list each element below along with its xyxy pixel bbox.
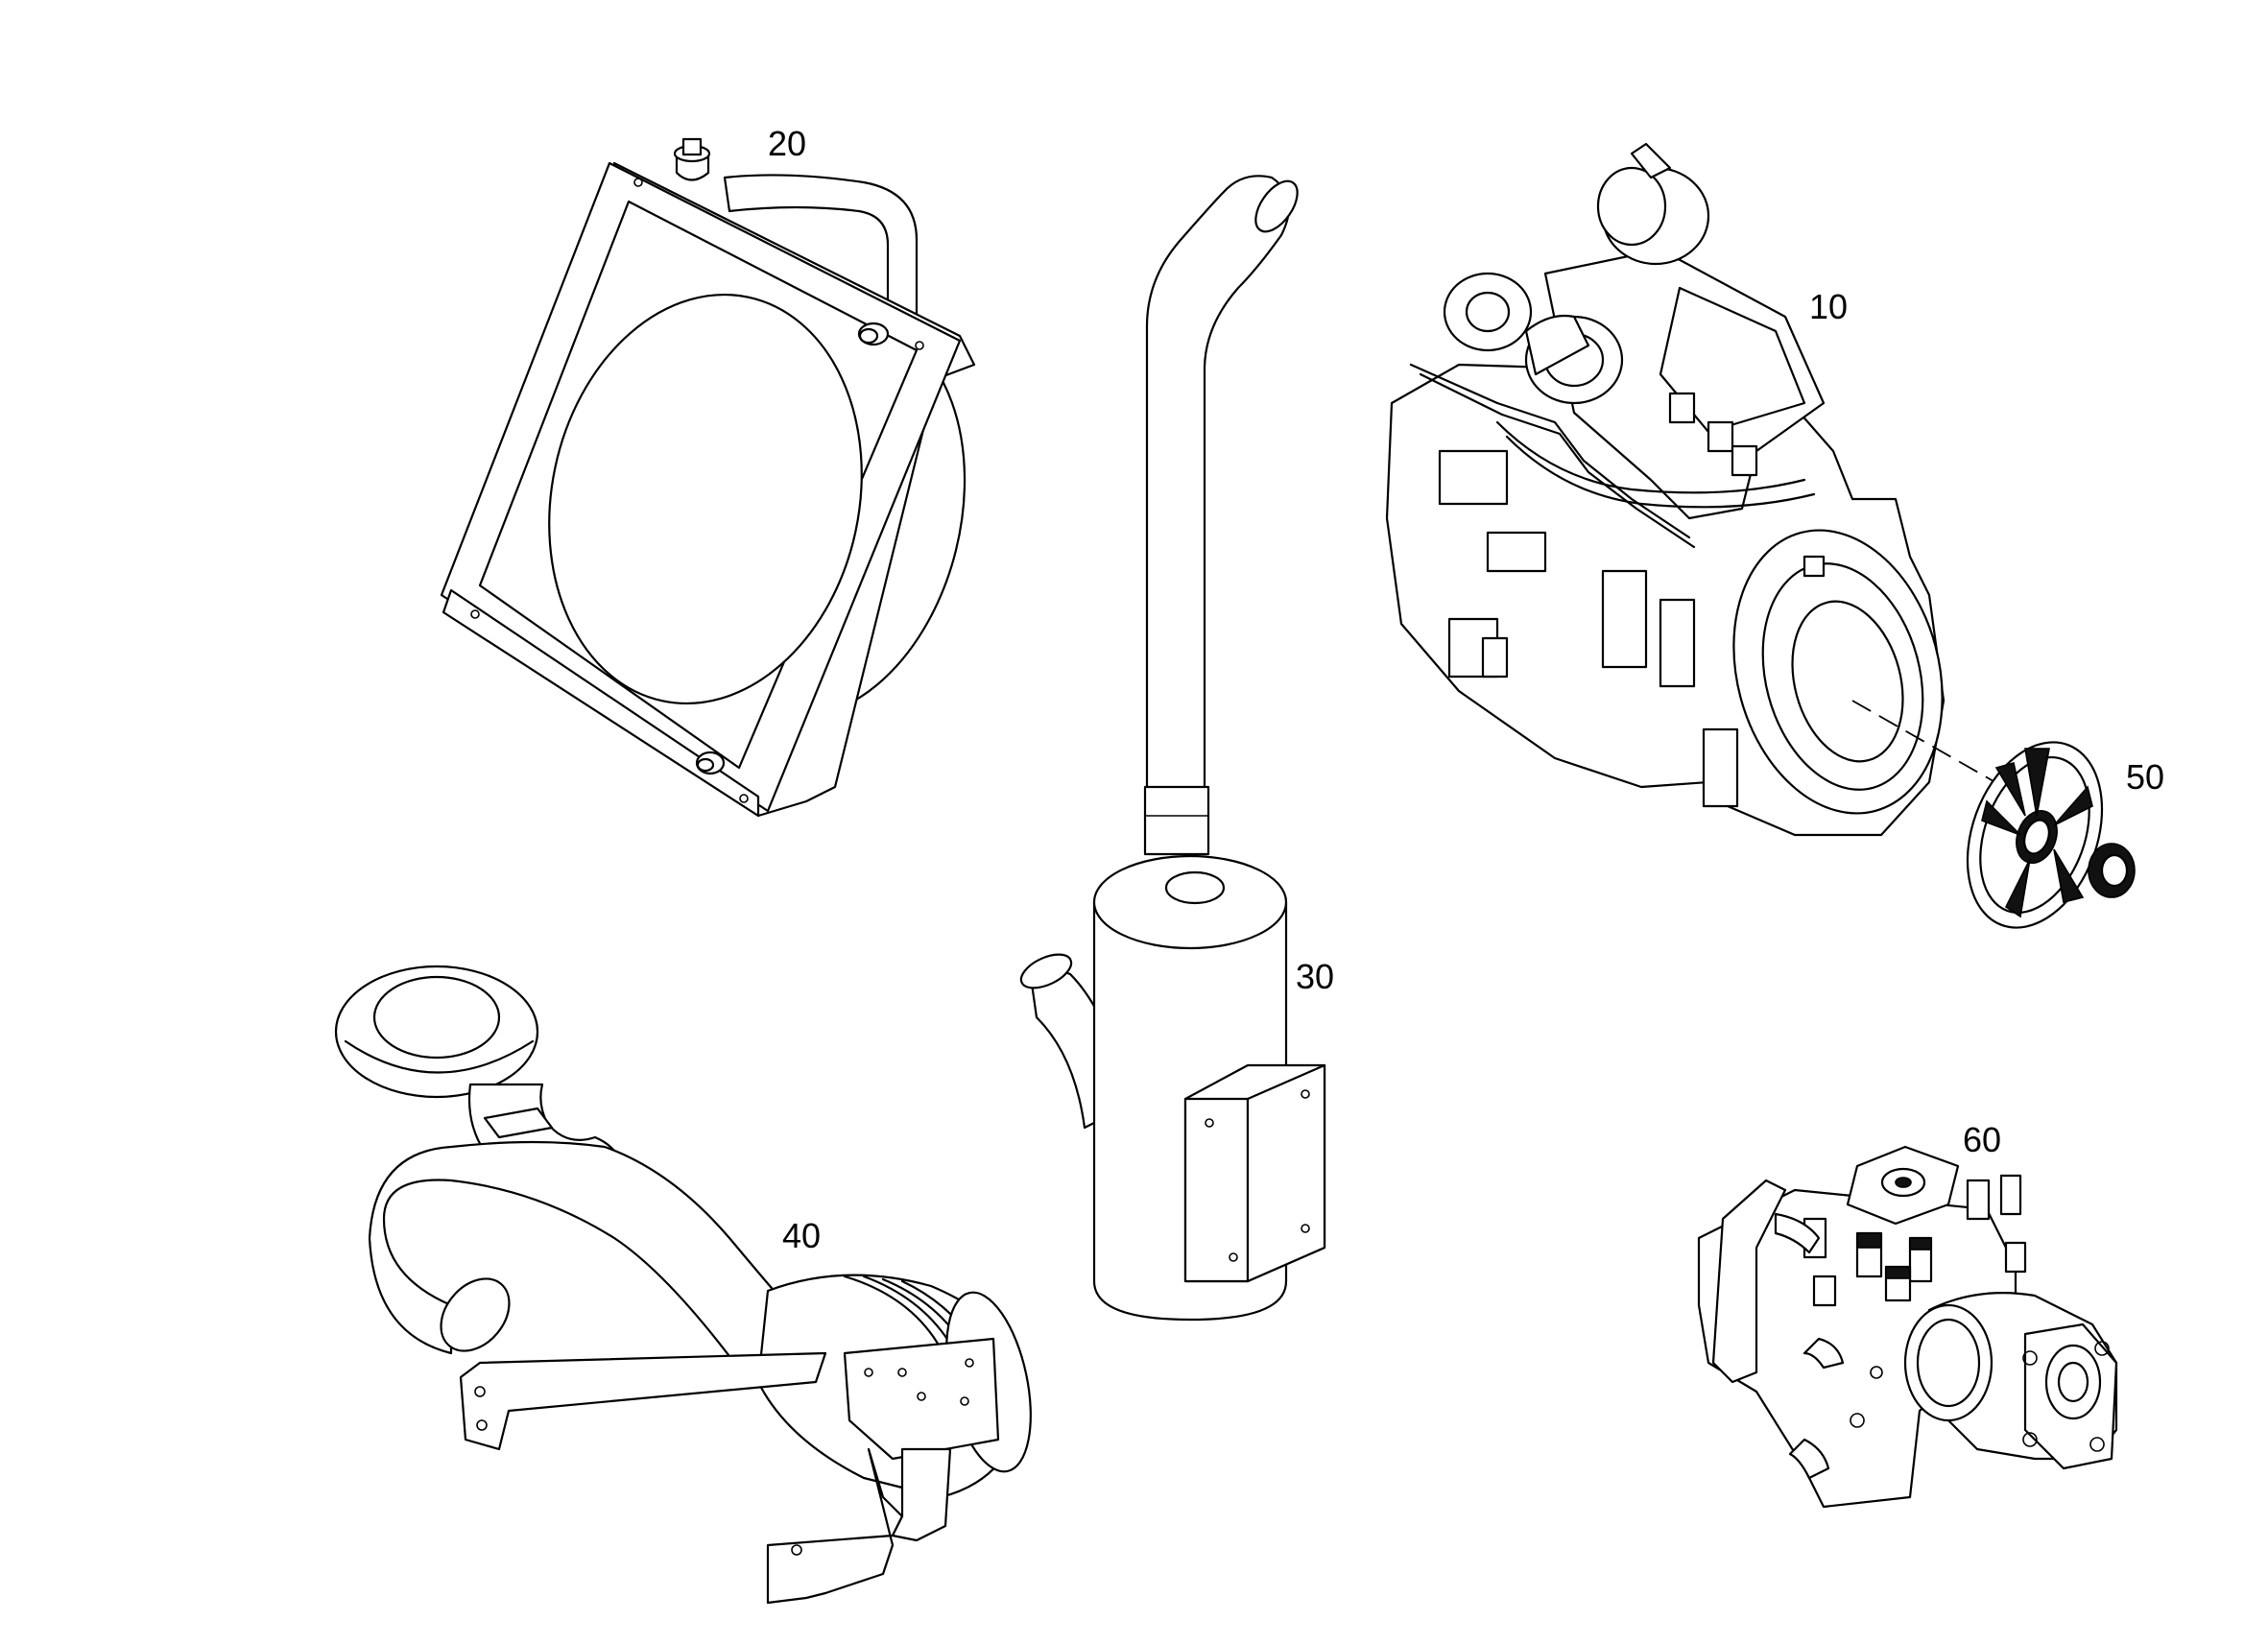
callout-40: 40: [782, 1216, 821, 1255]
callout-30: 30: [1296, 957, 1334, 996]
callout-60: 60: [1963, 1120, 2001, 1159]
radiator-assembly[interactable]: [440, 137, 1005, 818]
callout-10: 10: [1809, 287, 1848, 326]
hydraulic-pump-assembly[interactable]: [1697, 1145, 2118, 1509]
engine-assembly[interactable]: [1385, 142, 1972, 837]
muffler-assembly[interactable]: [1016, 174, 1326, 1322]
coupling-assembly[interactable]: [1944, 724, 2136, 946]
air-intake-assembly[interactable]: [334, 965, 1045, 1605]
callout-20: 20: [768, 124, 806, 163]
callout-50: 50: [2126, 757, 2164, 797]
